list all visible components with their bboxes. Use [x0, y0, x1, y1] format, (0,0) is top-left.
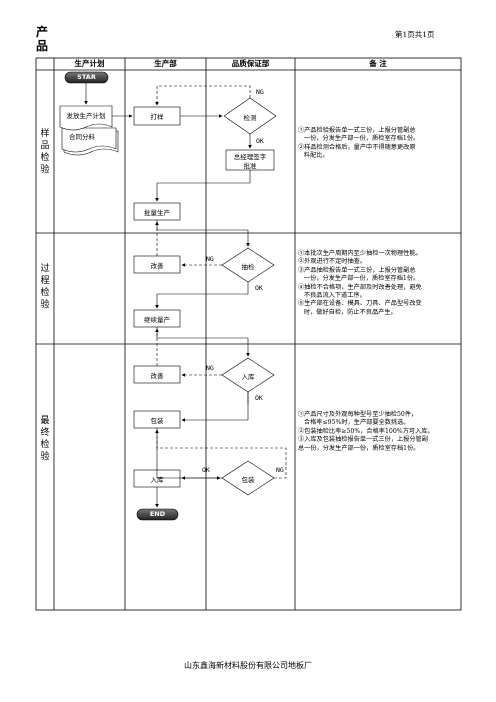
pack-check-label: 包装 — [241, 476, 255, 484]
improve-label-2: 改善 — [150, 372, 164, 380]
note-line: ⑤生产部在设备、模具、刀具、产品型号改变 — [298, 300, 422, 308]
sample-make-label: 打样 — [150, 113, 164, 121]
plan-doc-label: 发放生产计划 — [66, 112, 106, 120]
note-line: 一份，分发生产部一份，质检室存档1份。 — [298, 275, 420, 283]
inspect-label: 检测 — [243, 114, 257, 122]
start-label: STAR — [77, 73, 96, 81]
note-line: ①产品尺寸及外观每种型号至少抽检50件， — [298, 411, 418, 418]
ok-tag-4: OK — [202, 466, 210, 474]
ng-tag-1: NG — [256, 88, 264, 96]
note-line: 总一份，分发生产部一份，质检室存档1份。 — [298, 444, 420, 452]
batch-production-label: 批量生产 — [144, 209, 170, 217]
table-grid — [35, 57, 462, 611]
note-line: ③入库及包装抽检报告单一式三份，上报分管副 — [298, 436, 428, 444]
note-line: 料配比。 — [298, 152, 329, 160]
doc-title: 产品 — [36, 25, 49, 53]
gm-sign-label-1: 总经理签字 — [233, 153, 267, 161]
end-label: END — [149, 510, 166, 518]
note-line: ②包装抽检比率≥50%，合格率100%方可入库。 — [298, 427, 434, 435]
ng-tag-3: NG — [206, 364, 214, 372]
end-terminal — [136, 508, 179, 521]
note-line: ③产品抽检报告单一式三份，上报分管副总 — [298, 266, 416, 274]
header-production-dept: 生产部 — [154, 59, 177, 68]
start-terminal — [64, 71, 109, 84]
warehouse-final-label: 入库 — [150, 476, 164, 484]
gm-sign-label-2: 批准 — [243, 162, 257, 170]
ok-tag-2: OK — [255, 284, 263, 292]
header-quality-dept: 品质保证部 — [231, 59, 270, 68]
improve-label-1: 改善 — [150, 262, 164, 270]
phase-process-inspection: 过程检验 — [40, 264, 50, 310]
contract-doc-label: 合同分料 — [69, 133, 95, 141]
ok-tag-3: OK — [255, 394, 263, 402]
notes-final: ①产品尺寸及外观每种型号至少抽检50件， 合格率≤95%时，生产部要全数挑选。 … — [298, 411, 434, 453]
pack-check-diamond — [221, 460, 275, 496]
header-remarks: 备 注 — [369, 59, 387, 68]
ok-tag-1: OK — [256, 137, 264, 145]
note-line: 不良品流入下道工序。 — [298, 292, 366, 300]
spot-check-label: 抽检 — [241, 263, 255, 271]
packing-label: 包装 — [150, 417, 164, 425]
note-line: ①产品检验报告单一式三份，上报分管副总 — [298, 127, 416, 134]
company-footer: 山东鑫海新材料股份有限公司地板厂 — [184, 661, 312, 670]
note-line: ②样品检测合格后，量产中不得随意更改原 — [298, 143, 416, 151]
note-line: ①本批次生产周期内至少抽检一次物理性能。 — [298, 250, 422, 257]
ng-tag-2: NG — [206, 255, 214, 263]
note-line: 一份，分发生产部一份，质检室存档1份。 — [298, 135, 420, 143]
plan-document-shape — [59, 105, 119, 156]
page-number: 第1页共1页 — [395, 30, 435, 39]
notes-sample: ①产品检验报告单一式三份，上报分管副总 一份，分发生产部一份，质检室存档1份。 … — [298, 127, 419, 161]
phase-sample-inspection: 样品检验 — [40, 129, 50, 175]
note-line: ④抽检不合格项，生产部及时改善处理，避免 — [298, 283, 422, 291]
note-line: 合格率≤95%时，生产部要全数挑选。 — [298, 419, 410, 427]
note-line: 时，做好自检，防止不良品产生。 — [298, 308, 397, 316]
warehouse-in-label: 入库 — [241, 373, 255, 381]
notes-process: ①本批次生产周期内至少抽检一次物理性能。 ②外观进行不定时抽查。 ③产品抽检报告… — [298, 250, 422, 317]
note-line: ②外观进行不定时抽查。 — [298, 258, 367, 266]
continue-production-label: 继续量产 — [144, 316, 170, 324]
phase-final-inspection: 最终检验 — [40, 416, 50, 462]
header-production-plan: 生产计划 — [74, 59, 105, 68]
ng-tag-4: NG — [276, 466, 284, 474]
